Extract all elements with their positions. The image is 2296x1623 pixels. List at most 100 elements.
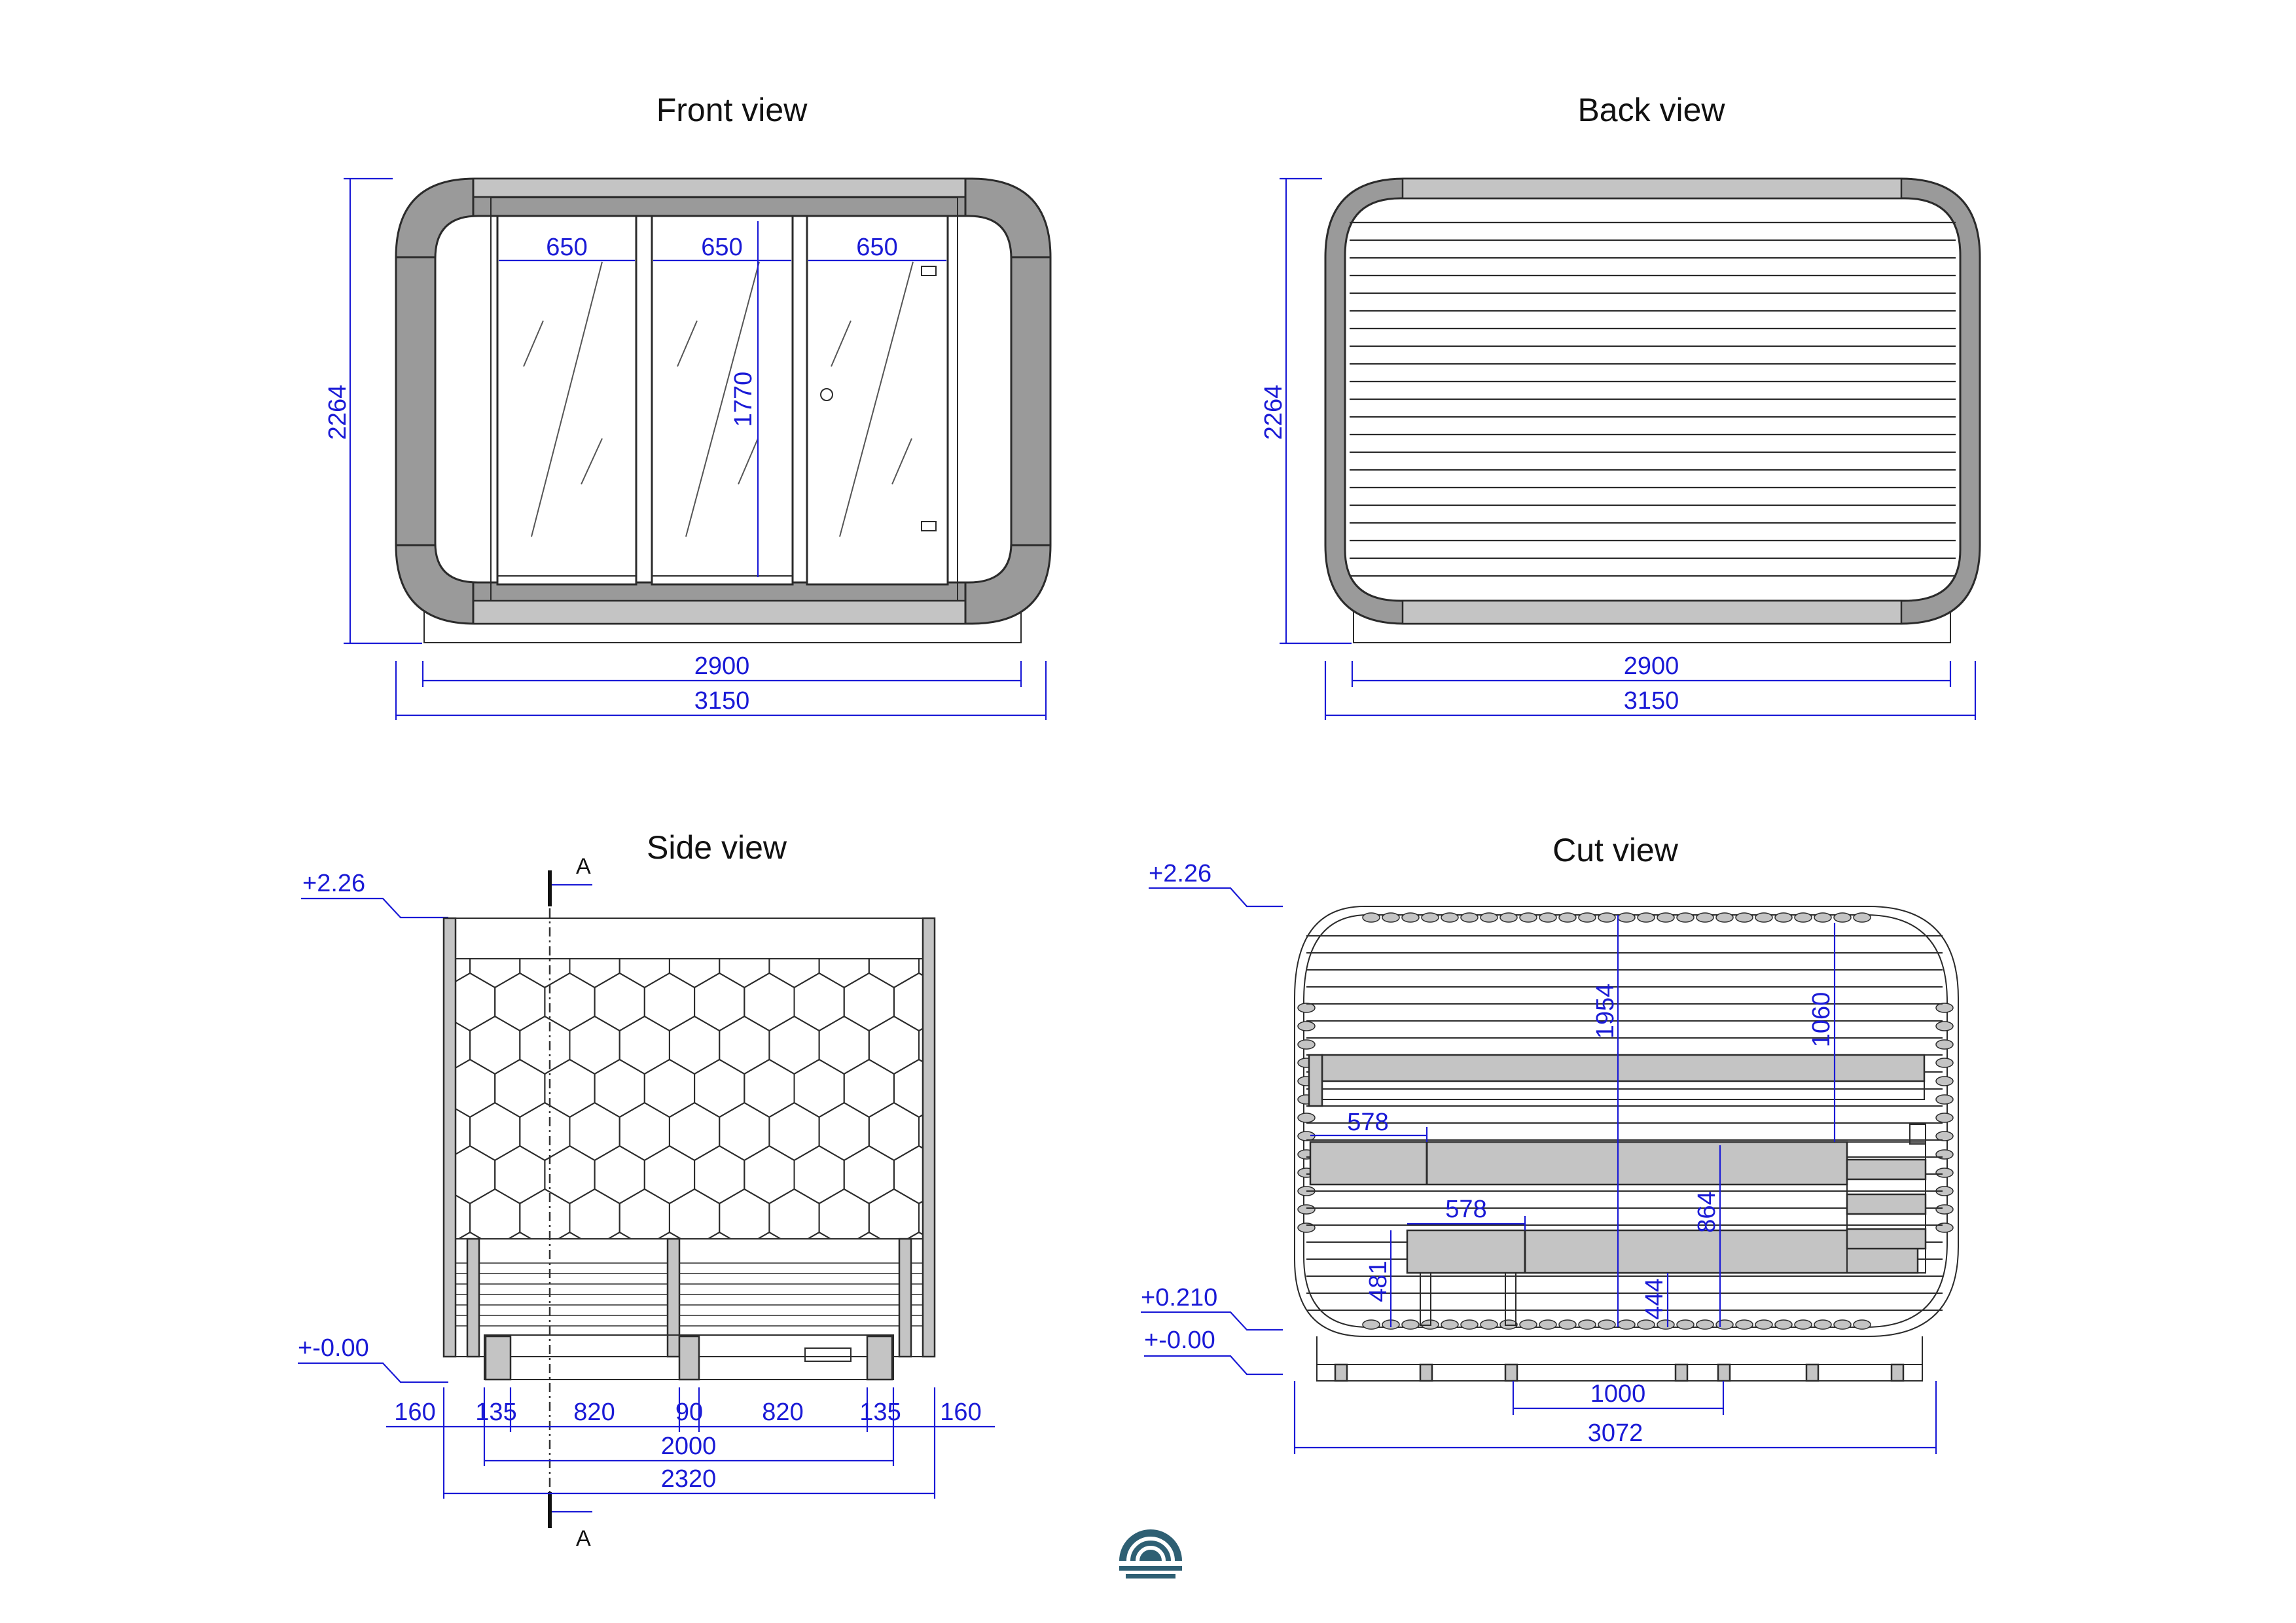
back-outer-width: 3150 xyxy=(1624,687,1679,715)
cut-log-bead xyxy=(1935,1003,1954,1013)
cut-log-bead xyxy=(1480,1319,1498,1330)
cut-dimension-1060: 1060 xyxy=(1808,923,1836,1142)
side-hex-shingles xyxy=(456,959,923,1239)
hex-shingle xyxy=(619,1015,670,1075)
cut-level-top: +2.26 xyxy=(1149,860,1283,908)
hex-shingle xyxy=(519,1188,571,1239)
front-bottom-beam xyxy=(472,599,967,625)
cut-log-bead xyxy=(1657,912,1675,923)
cut-log-bead xyxy=(1297,1113,1316,1123)
upper-bench xyxy=(1309,1141,1848,1186)
hex-shingle xyxy=(868,1101,920,1162)
bench-height-low-label: 481 xyxy=(1365,1260,1392,1302)
section-mark-top: A xyxy=(576,854,591,879)
hex-shingle xyxy=(694,1145,745,1205)
cut-dimension-481: 481 xyxy=(1365,1230,1392,1327)
hex-shingle xyxy=(818,1188,870,1239)
cut-log-bead xyxy=(1935,1204,1954,1215)
hex-shingle xyxy=(668,1015,721,1075)
cut-log-bead xyxy=(1637,1319,1655,1330)
glass-reflection xyxy=(831,320,852,367)
cut-log-bead xyxy=(1297,1039,1316,1050)
side-level-bottom: +-0.00 xyxy=(298,1334,448,1383)
hex-shingle xyxy=(694,1058,745,1118)
cut-view-title: Cut view xyxy=(1552,832,1679,868)
cut-log-bead xyxy=(1441,912,1459,923)
side-view: Side view +2.26 +-0.00 A xyxy=(298,829,995,1551)
hex-shingle xyxy=(793,1058,845,1118)
cut-base-block xyxy=(1419,1363,1433,1382)
cut-log-bead xyxy=(1935,1094,1954,1105)
side-level-bottom-label: +-0.00 xyxy=(298,1334,369,1362)
cut-level-bench-label: +0.210 xyxy=(1141,1284,1217,1311)
hex-shingle xyxy=(668,1101,721,1162)
hex-shingle xyxy=(569,1188,620,1239)
hex-shingle xyxy=(893,972,923,1032)
cut-log-bead xyxy=(1935,1021,1954,1031)
cut-log-bead xyxy=(1814,1319,1832,1330)
hex-shingle xyxy=(469,1101,521,1162)
cut-height-inner-label: 1954 xyxy=(1592,984,1619,1039)
bench-leg xyxy=(1420,1272,1431,1326)
cut-log-bead xyxy=(1598,1319,1616,1330)
side-shingle-area xyxy=(455,958,924,1240)
cut-dimension-3072: 3072 xyxy=(1293,1381,1937,1454)
front-dimension-widths: 2900 3150 xyxy=(395,652,1047,720)
side-base-leg xyxy=(678,1335,700,1381)
cut-base-block xyxy=(1717,1363,1731,1382)
side-seg-1: 160 xyxy=(394,1399,435,1426)
back-view: Back view 2264 2900 3150 xyxy=(1260,92,1981,720)
cut-log-bead xyxy=(1519,1319,1537,1330)
cut-outer-shell xyxy=(1294,906,1959,1337)
hex-shingle xyxy=(494,1145,546,1205)
stove-width-label: 1000 xyxy=(1590,1380,1646,1408)
side-seg-5: 820 xyxy=(762,1399,803,1426)
hex-shingle xyxy=(818,1015,870,1075)
cut-wall-log-ring xyxy=(1297,912,1954,1330)
cut-base-beam xyxy=(1316,1364,1923,1382)
cut-level-top-label: +2.26 xyxy=(1149,860,1211,887)
hex-shingle xyxy=(643,972,696,1032)
front-outer-frame xyxy=(395,177,1052,625)
hex-shingle xyxy=(519,1015,571,1075)
side-seg-4: 90 xyxy=(675,1399,703,1426)
hex-shingle xyxy=(569,1015,620,1075)
hex-shingle xyxy=(643,1145,696,1205)
back-top-beam xyxy=(1401,177,1903,200)
hex-shingle xyxy=(744,1145,795,1205)
hex-shingle xyxy=(544,972,596,1032)
upper-backrest-post xyxy=(1308,1054,1323,1107)
cut-log-bead xyxy=(1598,912,1616,923)
cut-log-bead xyxy=(1715,1319,1734,1330)
hex-shingle xyxy=(793,1145,845,1205)
cut-base-block xyxy=(1674,1363,1689,1382)
hex-shingle xyxy=(868,1015,920,1075)
cut-log-bead xyxy=(1755,1319,1773,1330)
cut-level-bottom: +-0.00 xyxy=(1144,1327,1283,1376)
cut-log-bead xyxy=(1696,1319,1714,1330)
cut-log-bead xyxy=(1297,1003,1316,1013)
cut-log-bead xyxy=(1460,912,1479,923)
back-bottom-beam xyxy=(1401,599,1903,625)
door-hinge-icon xyxy=(921,521,937,531)
side-outer-length: 2320 xyxy=(661,1465,717,1493)
hex-shingle xyxy=(843,1145,895,1205)
back-dimension-widths: 2900 3150 xyxy=(1324,652,1977,720)
cut-log-bead xyxy=(1696,912,1714,923)
glass-reflection xyxy=(531,261,603,537)
panel-width-1: 650 xyxy=(546,234,587,261)
front-glass-door xyxy=(806,215,949,586)
cut-log-bead xyxy=(1401,912,1420,923)
side-seg-6: 135 xyxy=(859,1399,901,1426)
cut-log-bead xyxy=(1935,1113,1954,1123)
side-post xyxy=(898,1238,912,1358)
front-dimension-glass-height: 1770 xyxy=(730,221,759,577)
hex-shingle xyxy=(918,1200,923,1236)
cut-log-bead xyxy=(1774,912,1793,923)
hex-shingle xyxy=(793,972,845,1032)
glass-reflection xyxy=(677,320,698,367)
cut-log-bead xyxy=(1297,1204,1316,1215)
glass-reflection xyxy=(891,438,912,485)
hex-shingle xyxy=(843,972,895,1032)
cut-log-bead xyxy=(1578,1319,1596,1330)
